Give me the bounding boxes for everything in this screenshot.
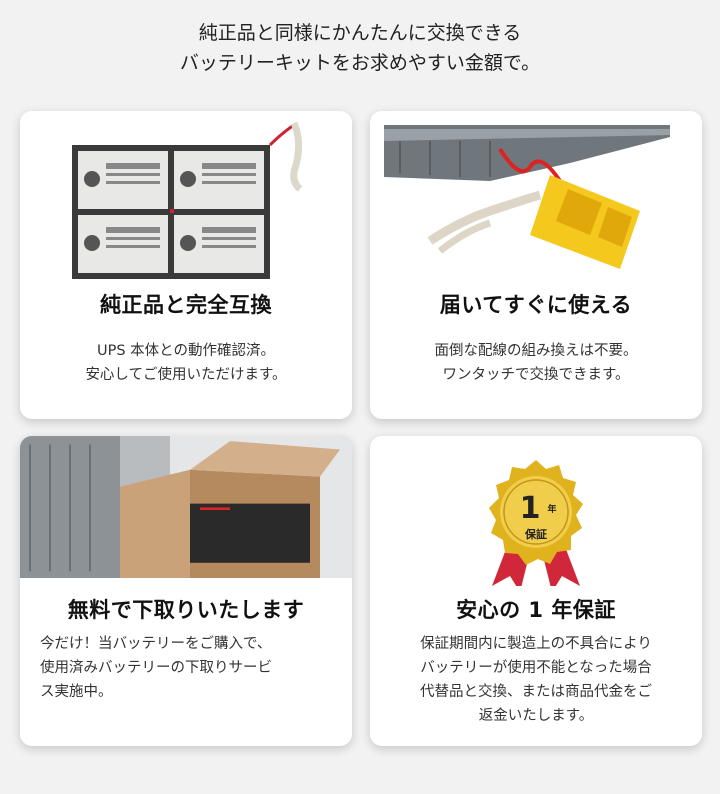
feature-card-warranty: 1 年 保証 安心の 1 年保証 保証期間内に製造上の不具合により バッテリーが…	[370, 436, 702, 746]
badge-label: 保証	[524, 527, 547, 541]
warranty-badge-icon: 1 年 保証	[489, 460, 583, 586]
card-line: 安心してご使用いただけます。	[85, 367, 287, 383]
connector-image	[370, 111, 702, 279]
card-line: 保証期間内に製造上の不具合により	[420, 636, 652, 652]
battery-pack-image	[20, 111, 352, 279]
card-line: UPS 本体との動作確認済。	[96, 343, 276, 359]
card-title: 無料で下取りいたします	[67, 598, 305, 622]
card-line: 今だけ！当バッテリーをご購入で、	[40, 636, 272, 652]
card-title: 届いてすぐに使える	[439, 293, 633, 317]
headline-line-1: 純正品と同様にかんたんに交換できる	[198, 22, 522, 44]
card-line: ワンタッチで交換できます。	[442, 367, 630, 383]
page-headline: 純正品と同様にかんたんに交換できる バッテリーキットをお求めやすい金額で。	[0, 18, 720, 78]
feature-card-compatible: 純正品と完全互換 UPS 本体との動作確認済。 安心してご使用いただけます。	[20, 111, 352, 419]
card-description: 今だけ！当バッテリーをご購入で、 使用済みバッテリーの下取りサービ ス実施中。	[20, 632, 352, 704]
feature-card-ready-to-use: 届いてすぐに使える 面倒な配線の組み換えは不要。 ワンタッチで交換できます。	[370, 111, 702, 419]
card-line: 面倒な配線の組み換えは不要。	[434, 343, 638, 359]
card-line: 代替品と交換、または商品代金をご	[420, 684, 652, 700]
card-title: 安心の 1 年保証	[456, 598, 616, 622]
card-title: 純正品と完全互換	[100, 293, 272, 317]
badge-number: 1	[520, 491, 541, 526]
badge-unit: 年	[547, 503, 556, 515]
headline-line-2: バッテリーキットをお求めやすい金額で。	[179, 52, 541, 74]
feature-card-trade-in: 無料で下取りいたします 今だけ！当バッテリーをご購入で、 使用済みバッテリーの下…	[20, 436, 352, 746]
card-line: ス実施中。	[40, 684, 113, 700]
card-line: 使用済みバッテリーの下取りサービ	[40, 660, 272, 676]
card-line: バッテリーが使用不能となった場合	[420, 660, 652, 676]
box-image	[20, 436, 352, 578]
card-line: 返金いたします。	[478, 708, 594, 724]
card-description: 保証期間内に製造上の不具合により バッテリーが使用不能となった場合 代替品と交換…	[370, 632, 702, 728]
card-description: UPS 本体との動作確認済。 安心してご使用いただけます。	[20, 339, 352, 387]
card-description: 面倒な配線の組み換えは不要。 ワンタッチで交換できます。	[370, 339, 702, 387]
